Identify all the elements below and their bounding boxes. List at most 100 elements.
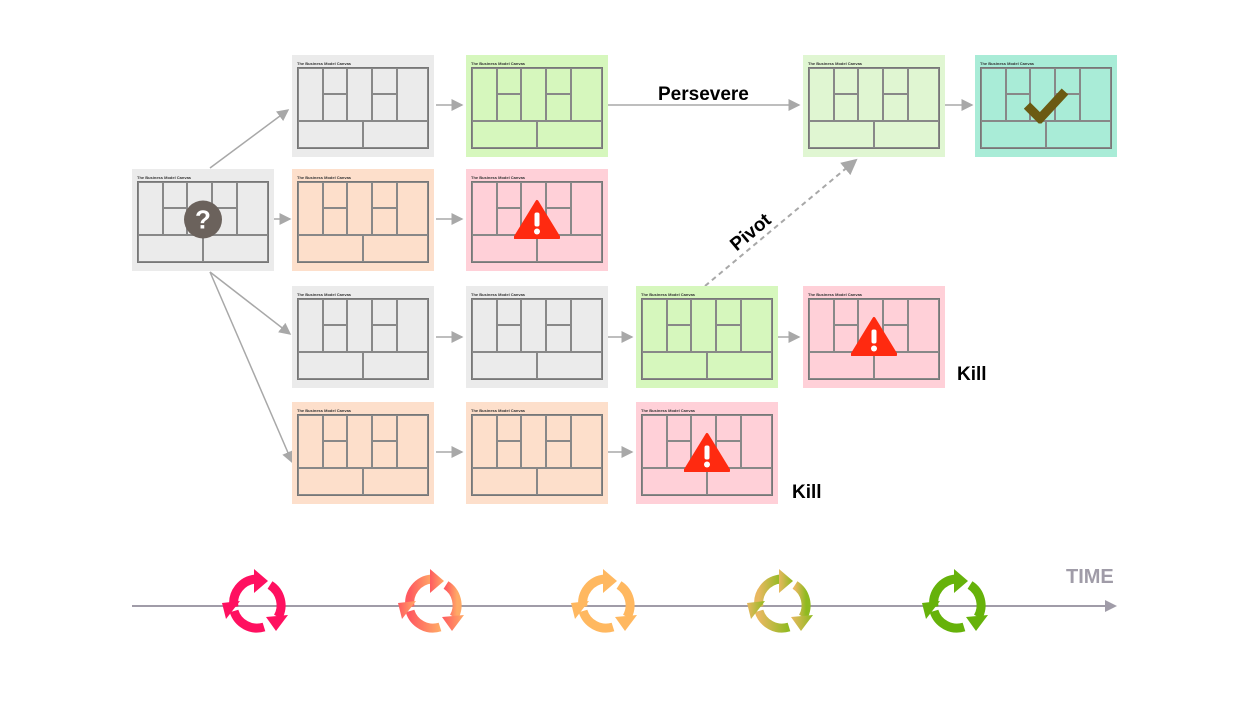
business-model-canvas-card: The Business Model Canvas	[636, 286, 778, 388]
canvas-block	[666, 325, 692, 352]
canvas-block	[372, 325, 397, 352]
canvas-block	[642, 299, 667, 352]
canvas-block	[1046, 120, 1111, 148]
canvas-block	[570, 415, 602, 468]
canvas-block	[546, 182, 571, 209]
canvas-block	[363, 120, 428, 148]
arrow	[209, 271, 294, 464]
canvas-block	[396, 415, 428, 468]
canvas-block	[546, 325, 571, 352]
canvas-block	[858, 68, 884, 121]
business-model-canvas-card: The Business Model Canvas	[292, 402, 434, 504]
canvas-block	[521, 68, 547, 121]
business-model-canvas-card: The Business Model Canvas	[466, 55, 608, 157]
canvas-block	[1005, 68, 1031, 95]
canvas-block	[298, 182, 323, 235]
canvas-block	[298, 299, 323, 352]
canvas-block	[496, 299, 522, 326]
business-model-canvas-card: The Business Model Canvas	[292, 286, 434, 388]
canvas-block	[496, 415, 522, 442]
canvas-block	[363, 467, 428, 495]
canvas-block	[138, 182, 163, 235]
canvas-block	[883, 68, 908, 95]
canvas-block	[716, 325, 741, 352]
canvas-block	[642, 415, 667, 468]
canvas-block	[396, 182, 428, 235]
canvas-block	[740, 299, 772, 352]
canvas-block	[707, 467, 772, 495]
canvas-block	[472, 182, 497, 235]
canvas-title: The Business Model Canvas	[471, 292, 526, 297]
canvas-block	[298, 68, 323, 121]
svg-text:?: ?	[195, 205, 211, 235]
canvas-block	[322, 415, 348, 442]
canvas-block	[833, 299, 859, 326]
canvas-block	[537, 467, 602, 495]
canvas-block	[496, 68, 522, 95]
canvas-block	[472, 351, 537, 379]
canvas-title: The Business Model Canvas	[641, 408, 696, 413]
canvas-block	[546, 68, 571, 95]
iteration-cycle-icon	[745, 565, 821, 641]
canvas-block	[372, 441, 397, 468]
business-model-canvas-card: The Business Model Canvas	[466, 286, 608, 388]
canvas-block	[472, 68, 497, 121]
canvas-block	[546, 441, 571, 468]
canvas-block	[298, 467, 363, 495]
canvas-block	[298, 351, 363, 379]
business-model-canvas-card: The Business Model Canvas?	[132, 169, 274, 271]
canvas-block	[642, 467, 707, 495]
canvas-block	[347, 68, 373, 121]
time-label: TIME	[1066, 566, 1114, 588]
canvas-block	[472, 299, 497, 352]
canvas-block	[347, 415, 373, 468]
canvas-block	[907, 68, 939, 121]
canvas-block	[707, 351, 772, 379]
canvas-block	[537, 120, 602, 148]
canvas-block	[496, 441, 522, 468]
canvas-block	[396, 299, 428, 352]
canvas-block	[833, 68, 859, 95]
canvas-title: The Business Model Canvas	[471, 175, 526, 180]
canvas-block	[981, 68, 1006, 121]
iteration-cycle-icon	[220, 565, 296, 641]
canvas-block	[546, 415, 571, 442]
warning-icon	[683, 433, 731, 478]
business-model-canvas-card: The Business Model Canvas	[975, 55, 1117, 157]
canvas-block	[298, 234, 363, 262]
canvas-block	[666, 441, 692, 468]
canvas-title: The Business Model Canvas	[471, 61, 526, 66]
kill-label: Kill	[957, 364, 987, 385]
canvas-block	[322, 299, 348, 326]
canvas-block	[472, 415, 497, 468]
iteration-cycle-icon	[569, 565, 645, 641]
canvas-title: The Business Model Canvas	[808, 292, 863, 297]
canvas-block	[537, 234, 602, 262]
business-model-canvas-card: The Business Model Canvas	[292, 55, 434, 157]
canvas-block	[203, 234, 268, 262]
canvas-block	[138, 234, 203, 262]
canvas-block	[372, 299, 397, 326]
canvas-block	[546, 299, 571, 326]
canvas-title: The Business Model Canvas	[137, 175, 192, 180]
canvas-block	[372, 182, 397, 209]
canvas-block	[322, 182, 348, 209]
arrow	[209, 271, 292, 335]
canvas-title: The Business Model Canvas	[808, 61, 863, 66]
canvas-block	[496, 94, 522, 121]
canvas-block	[570, 299, 602, 352]
canvas-title: The Business Model Canvas	[297, 292, 352, 297]
canvas-title: The Business Model Canvas	[297, 408, 352, 413]
business-model-canvas-card: The Business Model Canvas	[466, 169, 608, 271]
canvas-block	[472, 467, 537, 495]
canvas-title: The Business Model Canvas	[641, 292, 696, 297]
canvas-block	[642, 351, 707, 379]
canvas-block	[537, 351, 602, 379]
canvas-block	[883, 299, 908, 326]
arrow	[209, 109, 290, 169]
canvas-block	[809, 68, 834, 121]
timeline-arrowhead	[1105, 600, 1117, 612]
business-model-canvas-card: The Business Model Canvas	[803, 55, 945, 157]
iteration-cycle-icon	[920, 565, 996, 641]
canvas-block	[236, 182, 268, 235]
